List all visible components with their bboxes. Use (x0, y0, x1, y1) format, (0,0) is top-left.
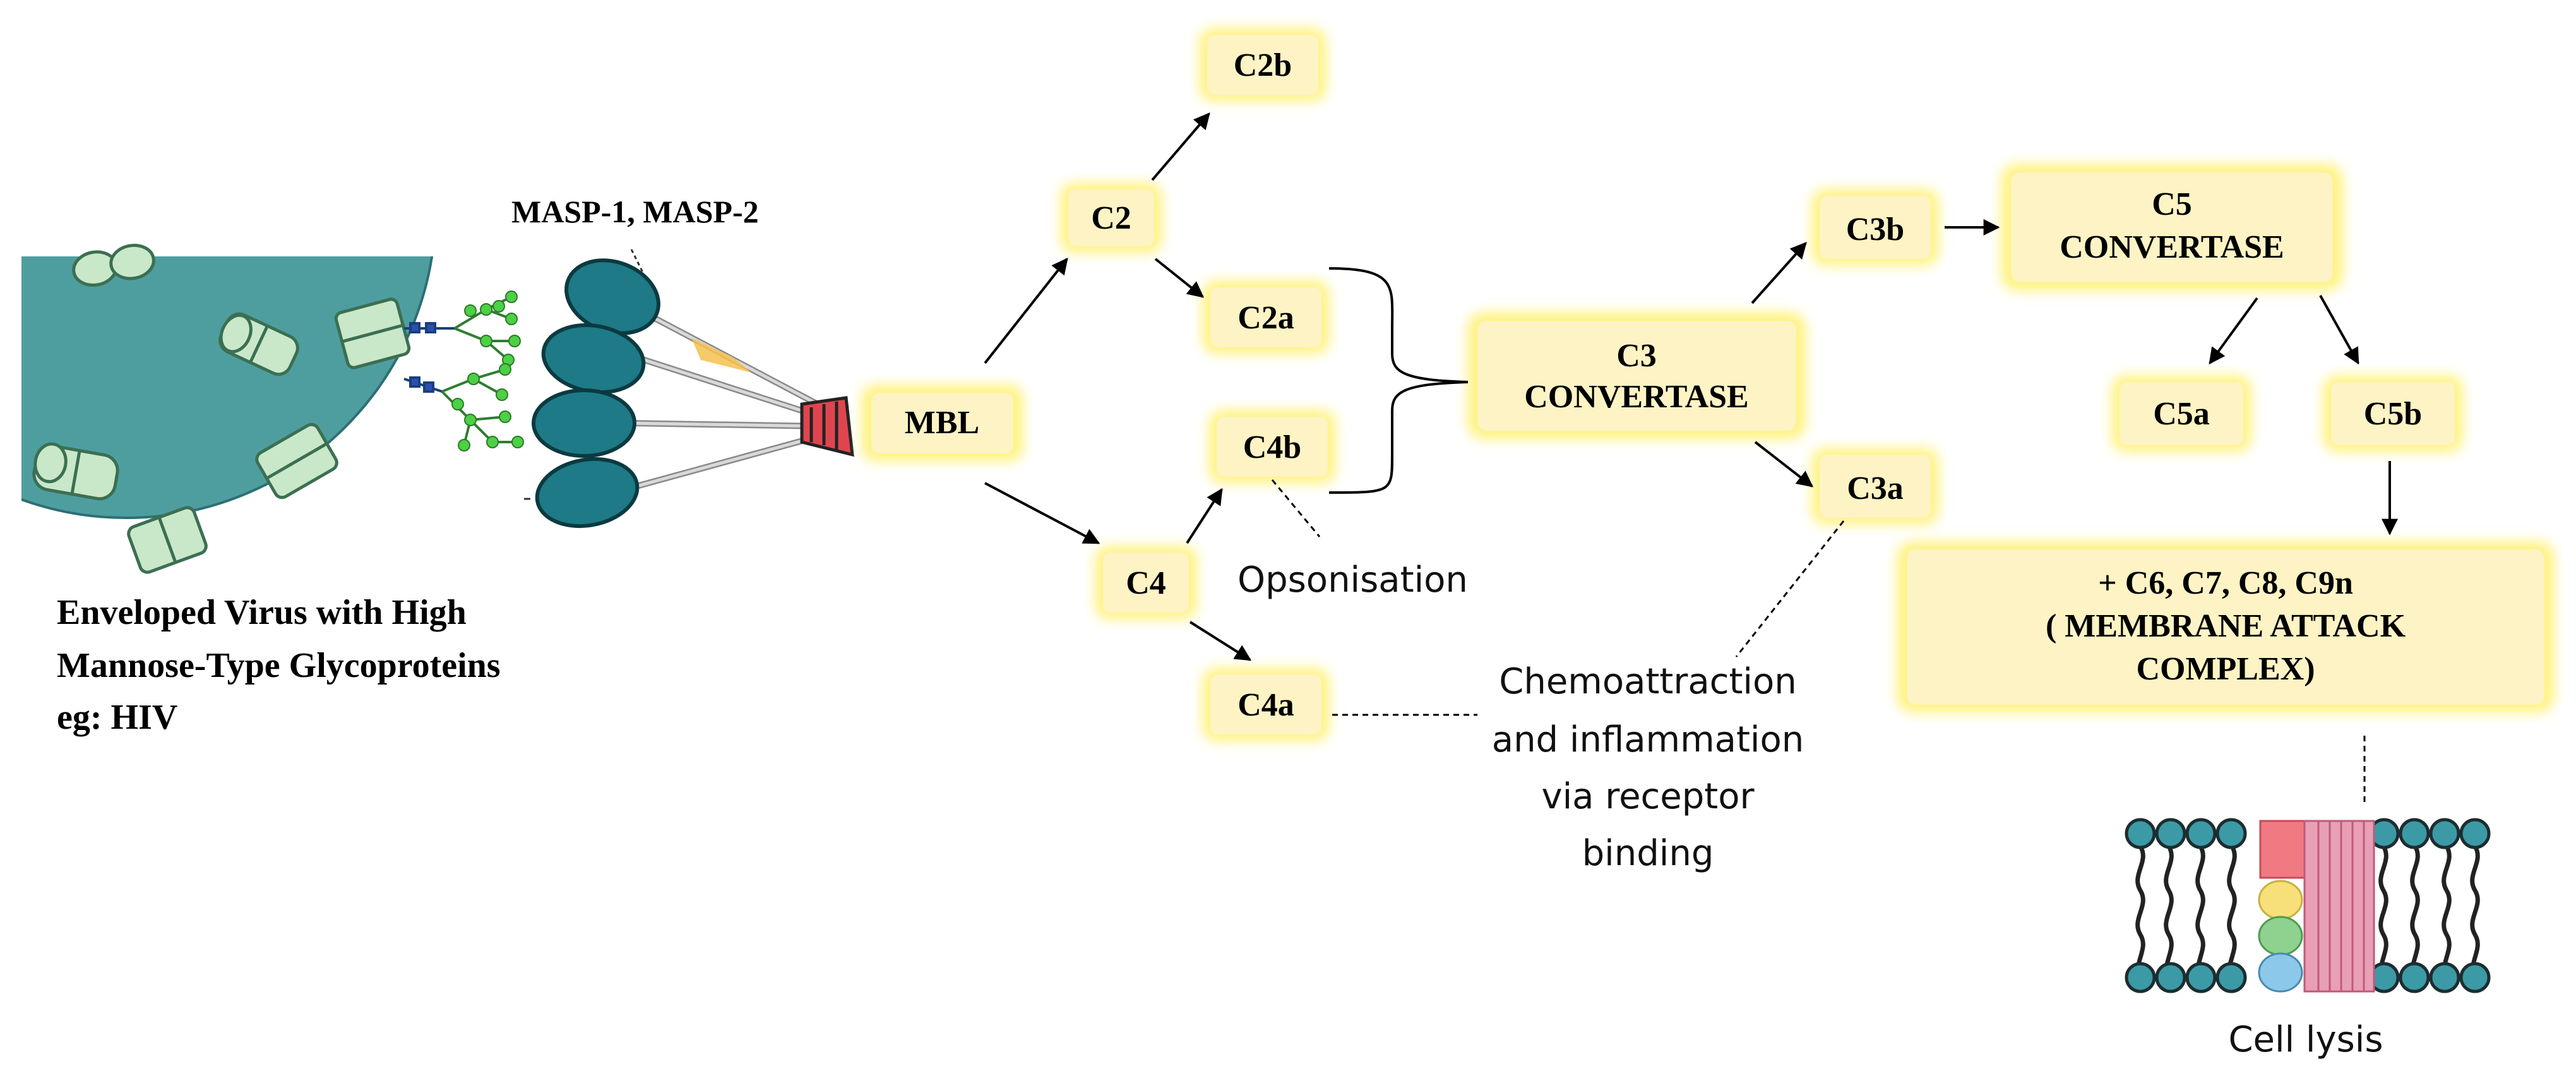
mac-line2: ( MEMBRANE ATTACK (2046, 608, 2406, 644)
node-c3b-label: C3b (1846, 212, 1904, 248)
node-c3a: C3a (1812, 448, 1938, 524)
node-c2: C2 (1061, 183, 1162, 253)
arrow-mbl-to-c4 (984, 482, 1100, 544)
bracket-c2a-c4b (1328, 267, 1469, 494)
node-c4b: C4b (1209, 410, 1335, 483)
node-c3-convertase: C3 CONVERTASE (1468, 313, 1806, 439)
arrow-c2-to-c2a (1154, 258, 1205, 298)
chemo-label-line1: Chemoattraction (1499, 661, 1797, 702)
node-c3b: C3b (1812, 189, 1938, 265)
membrane-pore-illustration (2125, 818, 2491, 993)
arrow-c3conv-to-c3a (1754, 441, 1814, 488)
virus-label-line3: eg: HIV (57, 698, 177, 737)
node-c4a: C4a (1203, 668, 1329, 741)
node-c3a-label: C3a (1847, 470, 1904, 506)
chemo-label-line4: binding (1582, 833, 1714, 874)
node-c5a-label: C5a (2153, 396, 2210, 432)
cell-lysis-label: Cell lysis (2228, 1019, 2383, 1060)
node-c5b: C5b (2323, 376, 2462, 452)
masp-label: MASP-1, MASP-2 (511, 194, 759, 229)
opsonisation-label: Opsonisation (1237, 559, 1468, 601)
arrow-c4-to-c4a (1189, 621, 1252, 661)
node-c4-label: C4 (1126, 565, 1166, 601)
glycoprotein-icon (32, 244, 411, 574)
node-c3-convertase-line2: CONVERTASE (1524, 379, 1749, 415)
mac-pore-icon (2258, 820, 2375, 993)
virus-label-line2: Mannose-Type Glycoproteins (57, 646, 501, 685)
node-c5-convertase-line1: C5 (2152, 186, 2192, 222)
arrow-c3conv-to-c3b (1751, 242, 1807, 304)
arrow-mbl-to-c2 (984, 257, 1068, 364)
mbl-head-icon (800, 396, 854, 457)
chemo-label-line3: via receptor (1541, 776, 1755, 817)
arrow-c5conv-to-c5a (2209, 297, 2258, 365)
arrow-c5conv-to-c5b (2319, 295, 2359, 365)
chemo-label-line2: and inflammation (1492, 719, 1804, 760)
node-c5-convertase-line2: CONVERTASE (2060, 229, 2284, 265)
node-c4b-label: C4b (1243, 429, 1301, 465)
node-c4: C4 (1095, 546, 1196, 619)
virus-envelope (21, 256, 433, 519)
node-c2b-label: C2b (1234, 47, 1292, 83)
lipid-head-icon (2125, 818, 2491, 993)
pathway-arrows (984, 112, 2398, 661)
masp-ellipse-icon (532, 258, 660, 529)
node-c4a-label: C4a (1237, 687, 1294, 723)
dashed-connectors (1271, 479, 2366, 802)
arrow-c4-to-c4b (1186, 488, 1223, 544)
arrow-c2-to-c2b (1151, 112, 1210, 181)
node-membrane-attack-complex: + C6, C7, C8, C9n ( MEMBRANE ATTACK COMP… (1897, 542, 2554, 712)
node-c5b-label: C5b (2364, 396, 2422, 432)
node-mbl: MBL (862, 385, 1023, 461)
mac-line1: + C6, C7, C8, C9n (2098, 565, 2353, 601)
node-c5-convertase: C5 CONVERTASE (2001, 164, 2342, 290)
mac-line3: COMPLEX) (2136, 651, 2315, 687)
node-c3-convertase-line1: C3 (1616, 338, 1657, 374)
node-c2-label: C2 (1091, 200, 1131, 236)
node-c2b: C2b (1200, 28, 1326, 101)
mannose-glycan-icon (403, 290, 524, 452)
virus-label-line1: Enveloped Virus with High (57, 593, 467, 632)
masp-mbl-molecule (524, 249, 854, 529)
node-c2a-label: C2a (1237, 300, 1294, 336)
node-c5a: C5a (2112, 376, 2251, 452)
node-c2a: C2a (1203, 281, 1329, 354)
virus-illustration (21, 244, 524, 574)
lipid-tails (2135, 844, 2480, 988)
node-mbl-label: MBL (905, 405, 979, 441)
